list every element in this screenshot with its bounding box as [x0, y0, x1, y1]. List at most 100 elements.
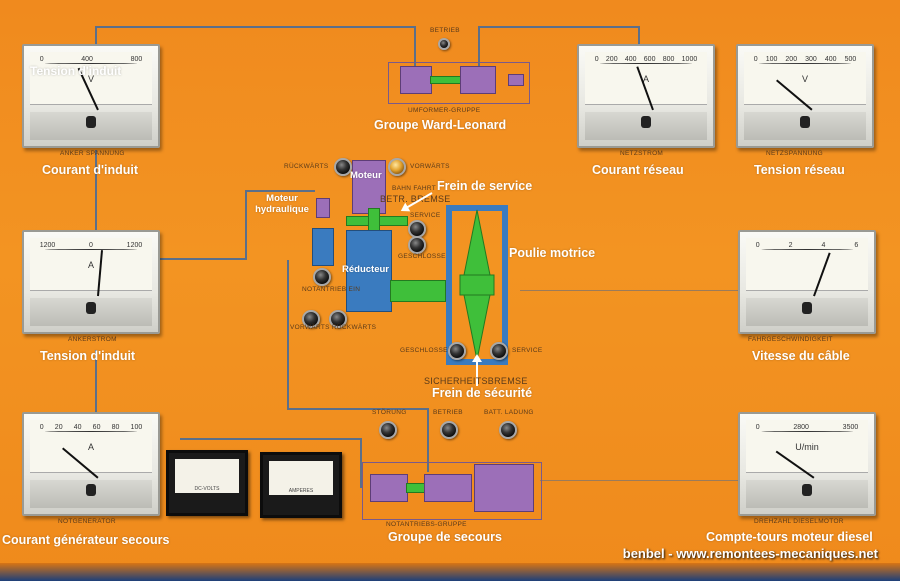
bahn-fahrt-plate: BAHN FAHRT: [392, 185, 437, 192]
anker-spannung-plate: ANKER SPANNUNG: [60, 150, 125, 157]
brake-disc: [368, 208, 380, 232]
meter-adjust-knob[interactable]: [802, 302, 812, 314]
tension-induit-caption: Tension d'induit: [40, 349, 136, 363]
meter-arc: [758, 63, 852, 65]
dc-volts-meter: DC-VOLTS: [166, 450, 248, 516]
wire: [95, 26, 415, 28]
storung-plate: STÖRUNG: [372, 409, 407, 416]
hydraulic-pump-block: [312, 228, 334, 266]
notantriebs-gruppe-plate: NOTANTRIEBS-GRUPPE: [386, 521, 467, 528]
vorwarts-ruckwarts-plate: VORWÄRTS RÜCKWÄRTS: [290, 324, 377, 331]
tension-reseau-caption: Tension réseau: [754, 163, 845, 177]
ruckwarts-lamp-bottom: [329, 310, 347, 328]
wire: [540, 480, 740, 481]
wire: [155, 258, 245, 260]
ruckwarts-plate: RÜCKWÄRTS: [284, 163, 329, 170]
meter-adjust-knob[interactable]: [802, 484, 812, 496]
meter-arc: [760, 431, 854, 433]
vitesse-cable-caption: Vitesse du câble: [752, 349, 850, 363]
betrieb-plate-bottom: BETRIEB: [433, 409, 463, 416]
ruckwarts-lamp: [334, 158, 352, 176]
batt-ladung-plate: BATT. LADUNG: [484, 409, 534, 416]
wire: [478, 26, 480, 66]
geschlossen-lamp-top: [408, 236, 426, 254]
ward-leonard-frame: [388, 62, 530, 104]
emergency-engine-block: [474, 464, 534, 512]
wire: [245, 190, 247, 260]
notantrieb-ein-plate: NOTANTRIEB EIN: [302, 286, 361, 293]
wire: [520, 290, 740, 291]
storung-lamp: [379, 421, 397, 439]
wire: [478, 26, 638, 28]
emergency-coupling: [406, 483, 426, 493]
wire: [245, 190, 315, 192]
exciter-block: [508, 74, 524, 86]
geschlossen-plate-bottom: GESCHLOSSEN: [400, 347, 453, 354]
emergency-motor-block: [370, 474, 408, 502]
meter-arc: [44, 249, 138, 251]
meter-arc: [44, 431, 138, 433]
betrieb-indicator-lamp: [438, 38, 450, 50]
meter-unit: U/min: [795, 441, 819, 452]
wire: [638, 26, 640, 46]
notgenerator-plate: NOTGENERATOR: [58, 518, 116, 525]
wire: [95, 150, 97, 232]
moteur-hydraulique-caption: Moteur hydraulique: [255, 193, 309, 215]
fahrgeschwindigkeit-plate: FAHRGESCHWINDIGKEIT: [748, 336, 833, 343]
netzspannung-plate: NETZSPANNUNG: [766, 150, 823, 157]
meter-adjust-knob[interactable]: [86, 116, 96, 128]
ward-leonard-caption: Groupe Ward-Leonard: [374, 118, 507, 132]
motor-block: [460, 66, 496, 94]
tension-induit-overlay: Tension d'induit: [30, 64, 122, 78]
groupe-secours-caption: Groupe de secours: [388, 530, 502, 544]
photo-credit: benbel - www.remontees-mecaniques.net: [622, 546, 878, 561]
meter-adjust-knob[interactable]: [641, 116, 651, 128]
motor-symbol-block: [352, 160, 386, 214]
netzstrom-plate: NETZSTROM: [620, 150, 664, 157]
notantrieb-ein-lamp: [313, 268, 331, 286]
betr-bremse-plate: BETR. BREMSE: [380, 194, 451, 204]
meter-needle: [62, 447, 99, 479]
meter-arc: [599, 63, 693, 65]
meter-adjust-knob[interactable]: [86, 484, 96, 496]
meter-face: [175, 459, 239, 493]
meter-adjust-knob[interactable]: [86, 302, 96, 314]
poulie-motrice-caption: Poulie motrice: [509, 246, 596, 260]
meter-needle: [813, 252, 831, 297]
courant-induit-caption-top: Courant d'induit: [42, 163, 139, 177]
wire: [287, 260, 289, 410]
wire: [360, 438, 362, 488]
hydraulic-motor-block: [316, 198, 330, 218]
service-plate-bottom: SERVICE: [512, 347, 543, 354]
service-lamp-bottom: [490, 342, 508, 360]
service-plate: SERVICE: [410, 212, 441, 219]
drive-shaft: [390, 280, 446, 302]
compte-tours-caption: Compte-tours moteur diesel: [706, 530, 873, 544]
sheave-hub: [459, 274, 495, 296]
courant-generateur-secours-caption: Courant générateur secours: [2, 533, 170, 547]
meter-needle: [775, 451, 815, 479]
meter-needle: [776, 79, 813, 111]
reducteur-caption: Réducteur: [342, 264, 389, 275]
wire: [95, 26, 97, 46]
meter-unit: V: [87, 73, 94, 84]
emergency-pump-block: [424, 474, 472, 502]
umformer-gruppe-plate: UMFORMER-GRUPPE: [408, 107, 481, 114]
meter-adjust-knob[interactable]: [800, 116, 810, 128]
frein-securite-caption: Frein de sécurité: [432, 386, 533, 400]
meter-unit: V: [801, 73, 808, 84]
meter-label: AMPERES: [288, 488, 314, 494]
